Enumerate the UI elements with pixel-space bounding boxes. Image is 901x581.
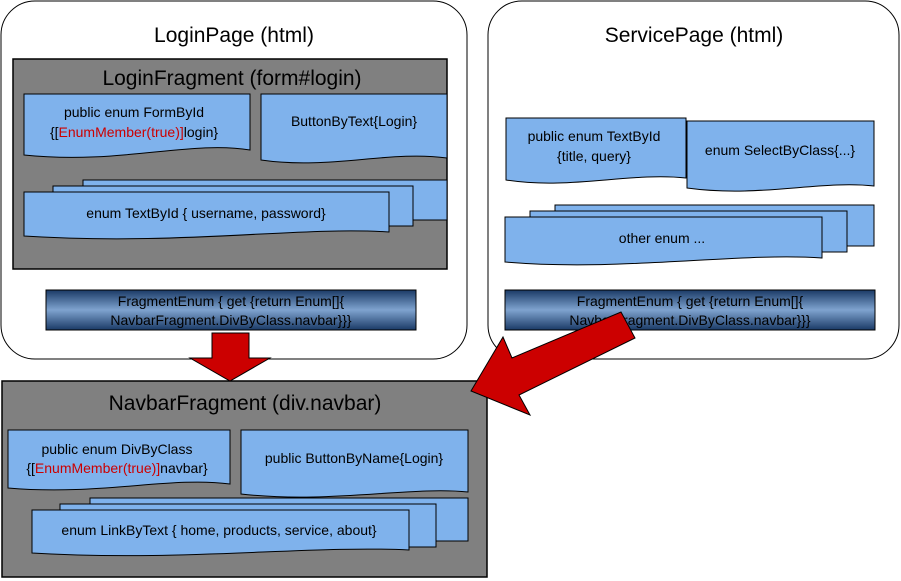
form-by-id-line2: {[EnumMember(true)]login} <box>50 124 218 140</box>
service-text-by-id-doc <box>505 117 687 184</box>
text-by-id-doc-front <box>23 191 390 240</box>
login-fragment-enum-line1: FragmentEnum { get {return Enum[]{ <box>118 293 345 309</box>
service-fragment-enum-line1: FragmentEnum { get {return Enum[]{ <box>577 293 804 309</box>
login-fragment-enum-bar <box>45 289 417 331</box>
text-by-id-label: enum TextById { username, password} <box>86 205 326 221</box>
navbar-fragment-title: NavbarFragment (div.navbar) <box>109 392 382 415</box>
service-text-by-id-line1: public enum TextById <box>528 128 661 144</box>
form-by-id-line1: public enum FormById <box>64 104 204 120</box>
service-page-title: ServicePage (html) <box>605 24 784 47</box>
button-by-name-label: public ButtonByName{Login} <box>265 450 444 466</box>
link-by-text-doc-front <box>31 509 410 557</box>
div-by-class-line1: public enum DivByClass <box>42 441 193 457</box>
select-by-class-label: enum SelectByClass{...} <box>705 142 856 158</box>
button-by-name-doc <box>240 429 469 498</box>
service-fragment-enum-bar <box>504 289 876 331</box>
login-fragment-enum-line2: NavbarFragment.DivByClass.navbar}}} <box>110 312 352 328</box>
login-fragment-title: LoginFragment (form#login) <box>102 67 361 90</box>
login-page-title: LoginPage (html) <box>154 24 314 47</box>
div-by-class-line2: {[EnumMember(true)]navbar} <box>26 460 208 476</box>
button-by-text-doc <box>260 93 448 164</box>
other-enum-doc-front <box>504 216 823 266</box>
other-enum-label: other enum ... <box>619 230 705 246</box>
form-by-id-doc <box>23 93 251 158</box>
link-by-text-label: enum LinkByText { home, products, servic… <box>61 522 376 538</box>
button-by-text-label: ButtonByText{Login} <box>291 113 417 129</box>
login-to-navbar-arrow <box>188 332 272 382</box>
service-to-navbar-arrow <box>470 311 636 416</box>
service-fragment-enum-line2: NavbarFragment.DivByClass.navbar}}} <box>569 312 811 328</box>
service-text-by-id-line2: {title, query} <box>557 148 631 164</box>
div-by-class-doc <box>7 429 231 491</box>
select-by-class-doc <box>686 120 875 192</box>
